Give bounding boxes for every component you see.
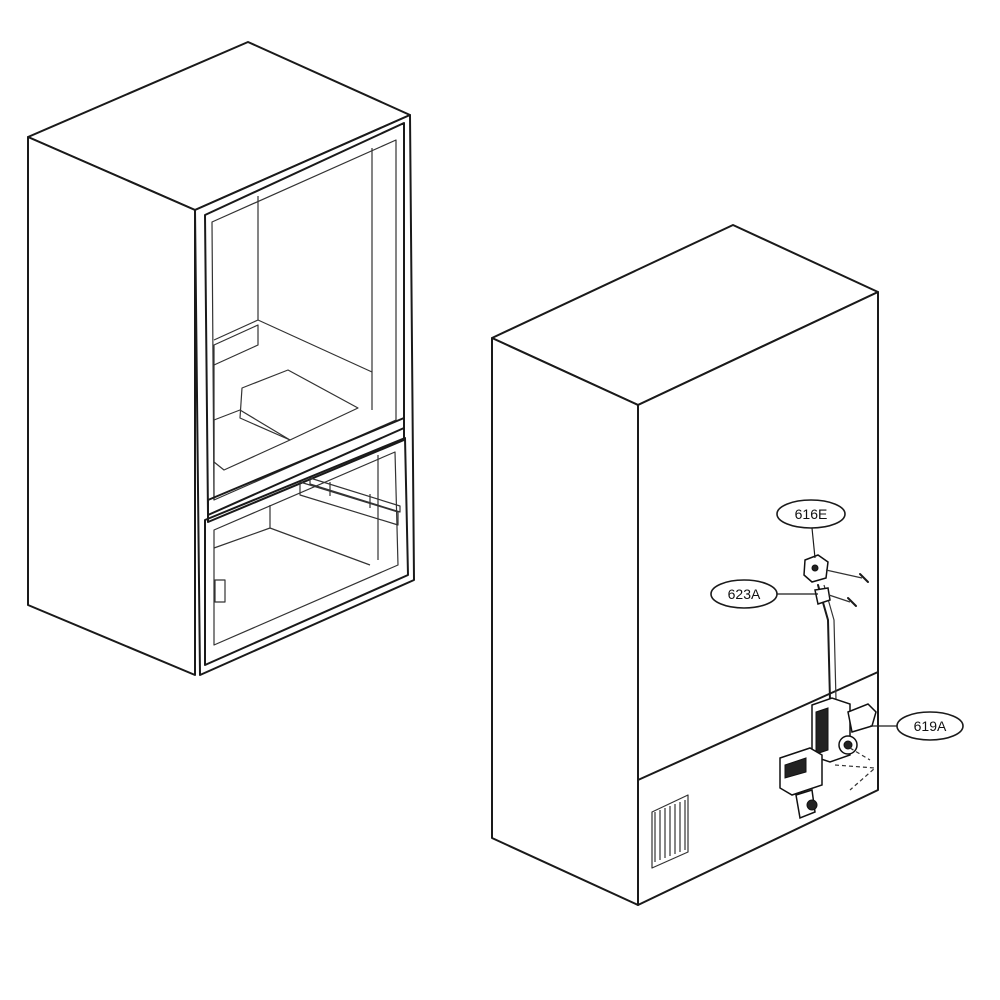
- refrigerator-cabinet-front: [27, 41, 415, 676]
- callout-616e: 616E: [776, 499, 846, 559]
- bracket-part-616e: [803, 554, 869, 583]
- clamp-part-623a: [814, 587, 857, 607]
- callout-623a-label: 623A: [728, 586, 761, 602]
- callout-619a: 619A: [870, 711, 964, 741]
- callout-616e-label: 616E: [795, 506, 828, 522]
- water-valve-assembly: [779, 554, 877, 820]
- callout-623a: 623A: [710, 579, 818, 609]
- callout-619a-label: 619A: [914, 718, 947, 734]
- valve-part-619a: [779, 697, 877, 820]
- vent-grille: [651, 794, 689, 869]
